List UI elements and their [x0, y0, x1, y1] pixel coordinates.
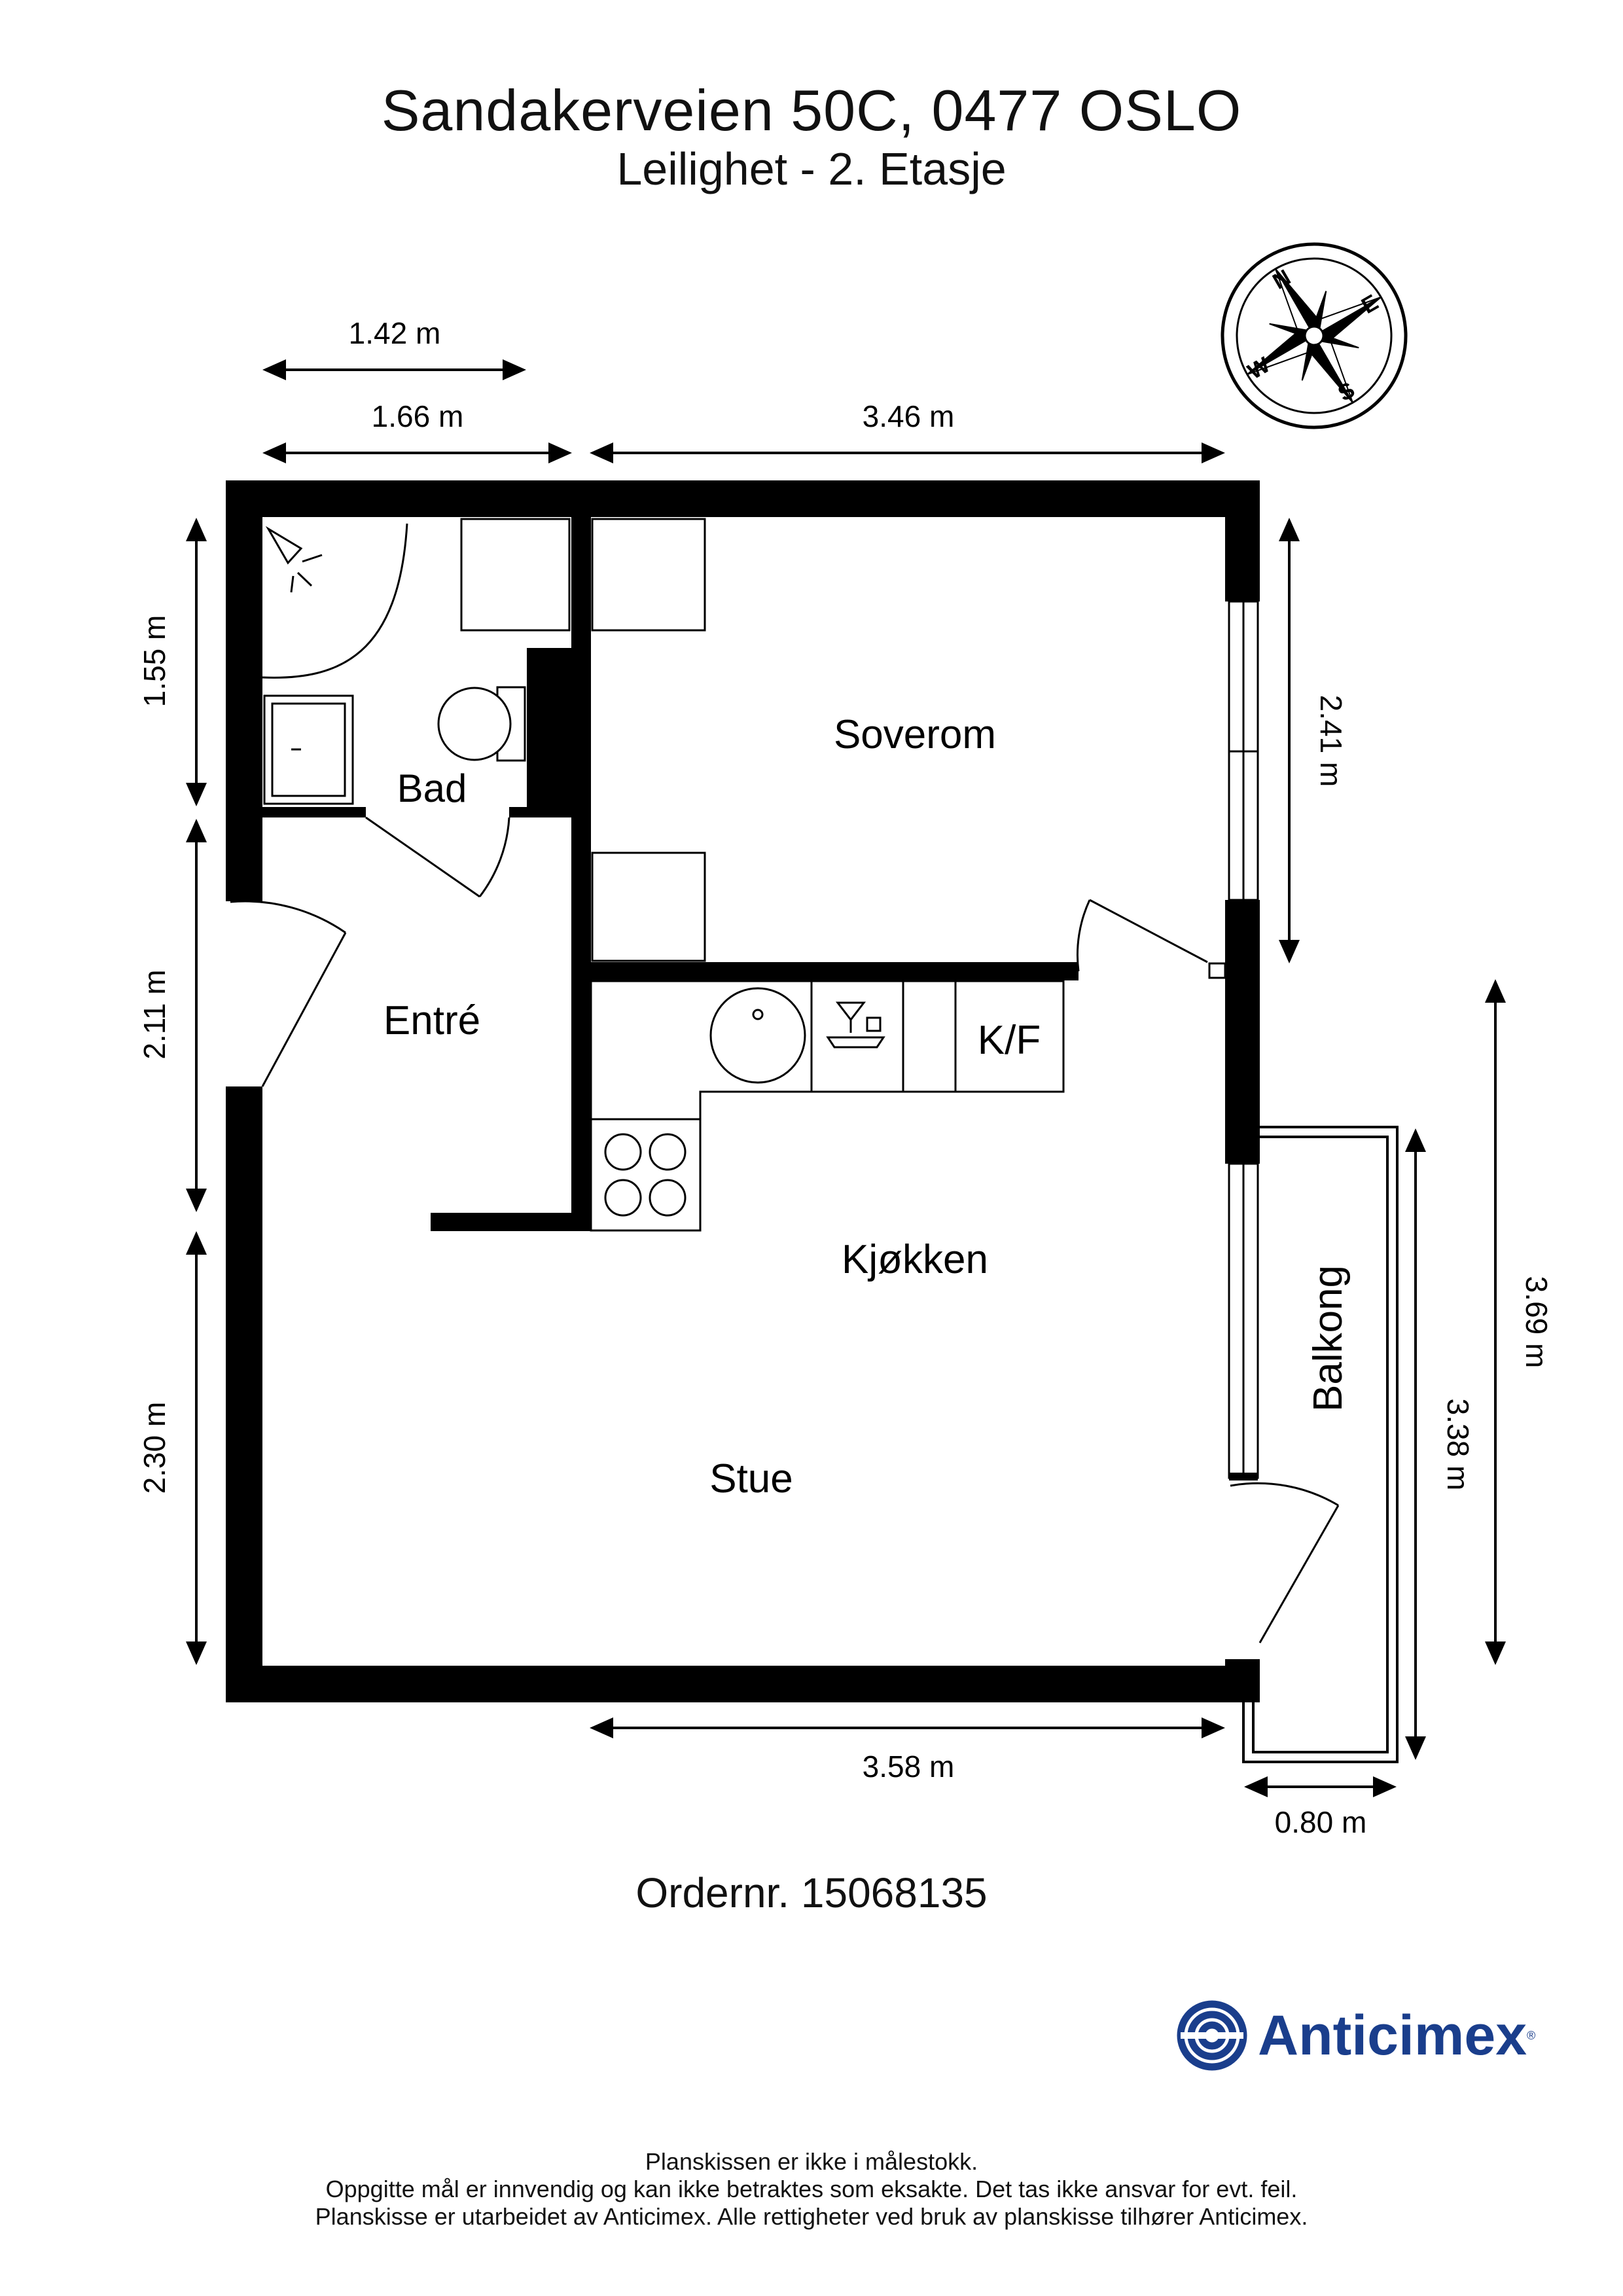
balkong-door-arc: [1230, 1482, 1339, 1507]
kitchen-counter: [590, 980, 1065, 1232]
window-stue-sill: [1229, 1473, 1258, 1480]
dim-label-right-soverom: 2.41 m: [1314, 695, 1348, 787]
disclaimer-line-3: Planskisse er utarbeidet av Anticimex. A…: [315, 2203, 1308, 2230]
dishwasher-icon: [826, 1001, 885, 1049]
wall-right-mid: [1225, 900, 1260, 1164]
shower-screen: [262, 523, 408, 679]
dim-label-top-left: 1.66 m: [372, 399, 464, 433]
compass-rose: N E S W: [1221, 242, 1408, 429]
fixtures: [263, 518, 1065, 1232]
soverom-door-jamb: [1208, 962, 1226, 979]
dim-label-top-right: 3.46 m: [863, 399, 955, 433]
wall-left-lower: [226, 1086, 262, 1702]
disclaimer: Planskissen er ikke i målestokk. Oppgitt…: [0, 2148, 1623, 2231]
room-label-kf: K/F: [978, 1018, 1041, 1063]
room-label-kjokken: Kjøkken: [842, 1237, 988, 1282]
dim-label-right-outer: 3.69 m: [1520, 1276, 1554, 1369]
hob-ring: [649, 1179, 687, 1217]
wall-bad-bottom-right: [509, 807, 571, 817]
hob-ring: [604, 1179, 642, 1217]
anticimex-logo: Anticimex ®: [1249, 2003, 1535, 2068]
wardrobe-soverom-top: [591, 518, 706, 632]
shower-icon: [265, 526, 323, 593]
wall-left-upper: [226, 480, 262, 901]
anticimex-logo-icon: [1177, 2000, 1247, 2071]
wall-soverom-kitchen: [591, 962, 1079, 980]
wall-entre-stub: [431, 1213, 591, 1231]
balkong-door-leaf: [1258, 1505, 1340, 1643]
plan-floor: Leilighet - 2. Etasje: [616, 143, 1007, 194]
balcony: [1242, 1126, 1399, 1763]
wall-right-bottom: [1225, 1659, 1260, 1702]
room-label-soverom: Soverom: [834, 712, 996, 757]
hob-ring: [649, 1133, 687, 1171]
plan-address: Sandakerveien 50C, 0477 OSLO: [381, 78, 1242, 143]
room-label-balkong: Balkong: [1306, 1265, 1351, 1412]
wall-bottom: [226, 1666, 1260, 1702]
wall-bad-bottom-left: [262, 807, 366, 817]
order-number: Ordernr. 15068135: [635, 1869, 988, 1916]
dim-label-left-2: 2.11 m: [137, 969, 171, 1059]
bad-door-arc: [478, 817, 510, 897]
toilet-bowl: [437, 687, 512, 761]
dim-label-left-1: 1.55 m: [137, 615, 171, 708]
hob-ring: [604, 1133, 642, 1171]
bad-door-leaf: [365, 816, 480, 898]
dimension-lines: [186, 359, 1506, 1797]
dim-label-balkong-width: 0.80 m: [1275, 1805, 1367, 1839]
wall-top: [226, 480, 1260, 517]
disclaimer-line-2: Oppgitte mål er innvendig og kan ikke be…: [325, 2176, 1298, 2202]
dim-label-left-3: 2.30 m: [137, 1402, 171, 1494]
wardrobe-soverom-bottom: [591, 852, 706, 962]
entre-door-leaf: [261, 932, 347, 1087]
anticimex-logo-reg: ®: [1527, 2028, 1536, 2042]
windows: [1228, 600, 1259, 1479]
wall-interior-vert: [571, 517, 591, 1230]
room-label-bad: Bad: [397, 766, 467, 810]
dim-label-bottom: 3.58 m: [863, 1749, 955, 1784]
cabinet-bad: [460, 518, 571, 632]
soverom-door-arc: [1076, 899, 1091, 972]
room-label-entre: Entré: [383, 998, 480, 1043]
walls: [226, 480, 1260, 1702]
wall-right-top: [1225, 480, 1260, 601]
room-label-stue: Stue: [709, 1456, 793, 1501]
soverom-door-leaf: [1089, 899, 1208, 963]
kitchen-sink: [709, 987, 806, 1084]
dim-label-top-small: 1.42 m: [349, 316, 441, 350]
wall-bad-thick: [527, 648, 571, 808]
disclaimer-line-1: Planskissen er ikke i målestokk.: [645, 2148, 978, 2175]
entre-door-arc: [230, 900, 346, 934]
doors: [230, 523, 1340, 1643]
dim-label-right-balkong: 3.38 m: [1441, 1399, 1475, 1491]
anticimex-logo-text: Anticimex: [1258, 2003, 1527, 2067]
